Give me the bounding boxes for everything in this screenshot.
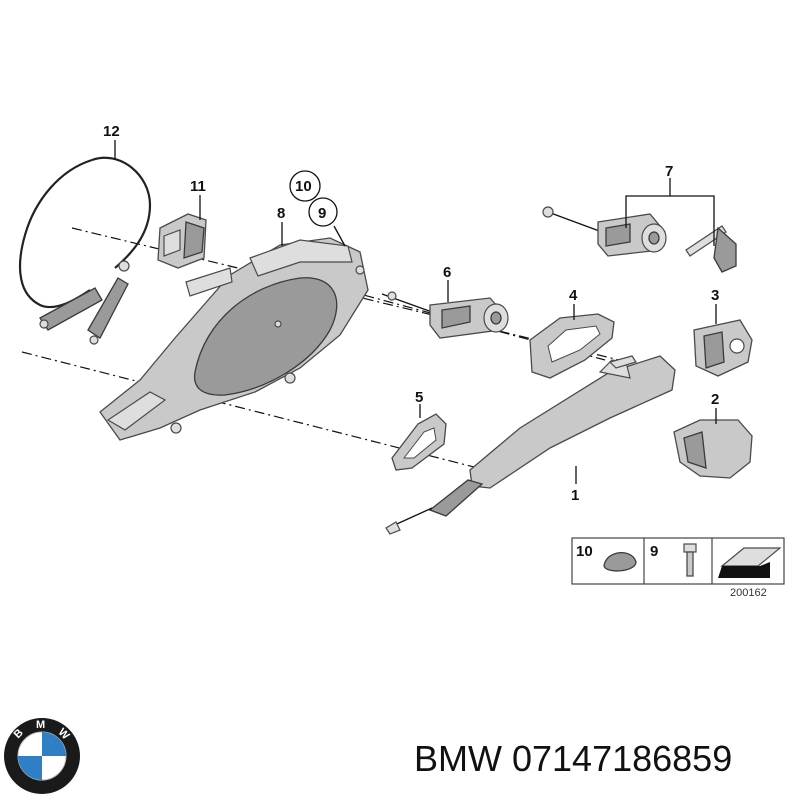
part-3-cap (693, 319, 753, 377)
callout-8: 8 (277, 205, 285, 222)
callout-4: 4 (569, 287, 578, 304)
logo-blue-quadrant (18, 756, 42, 780)
callout-9: 9 (318, 205, 326, 222)
legend-number-10: 10 (576, 543, 593, 560)
callout-5: 5 (415, 389, 423, 406)
part-8-carrier (99, 237, 369, 441)
part-12-cable (18, 156, 152, 345)
callout-10: 10 (295, 178, 312, 195)
part-7-lock-cylinder-key (542, 206, 737, 273)
circle-9 (308, 197, 338, 227)
legend-screw-icon (683, 543, 697, 577)
legend-plug-icon (603, 552, 637, 572)
callout-1: 1 (571, 487, 579, 504)
callout-11: 11 (190, 178, 206, 195)
figure-code: 200162 (730, 587, 767, 599)
part-5-seal (391, 413, 447, 471)
part-6-lock-cylinder (381, 291, 509, 339)
part-11-clip (157, 213, 207, 269)
part-1-outer-handle (385, 355, 676, 535)
part-4-gasket (529, 313, 615, 379)
leader-9 (333, 225, 346, 247)
assembly-axis-mid (21, 351, 479, 469)
part-2-cap (673, 419, 753, 479)
logo-blue-quadrant (42, 732, 66, 756)
callout-3: 3 (711, 287, 719, 304)
legend-panel-icon (718, 547, 782, 578)
callout-6: 6 (443, 264, 451, 281)
legend-number-9: 9 (650, 543, 658, 560)
logo-letter-m: M (36, 719, 45, 731)
callout-7: 7 (665, 163, 673, 180)
brand-part-number: BMW 07147186859 (414, 738, 733, 779)
legend-table: 10 9 (571, 537, 785, 585)
callout-12: 12 (103, 123, 120, 140)
circle-10 (289, 170, 321, 202)
callout-2: 2 (711, 391, 719, 408)
bmw-logo: B M W (4, 718, 80, 794)
